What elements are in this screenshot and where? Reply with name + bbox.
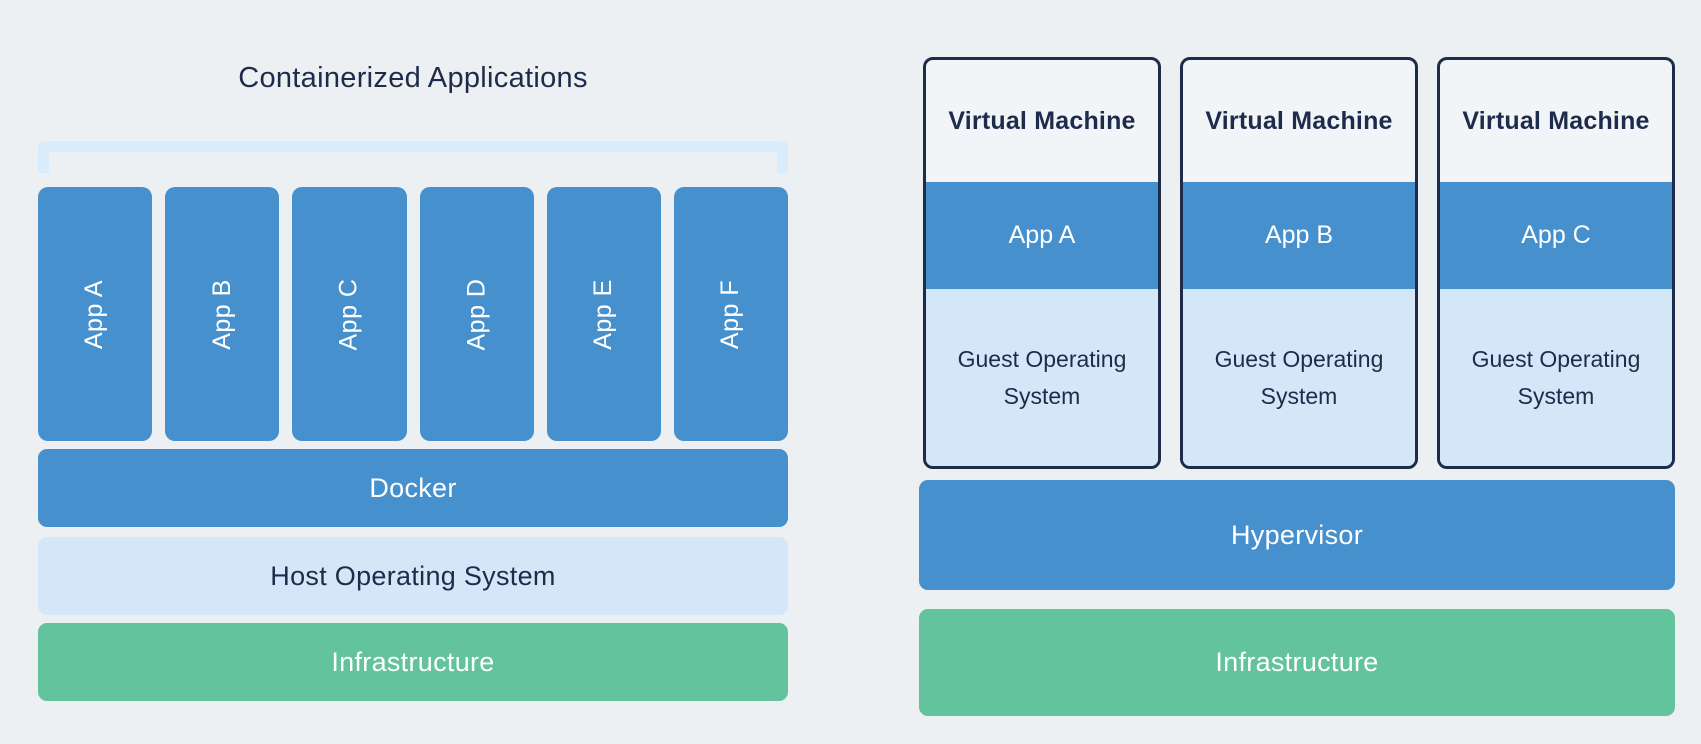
app-column-c-label: App C [334,278,363,350]
containers-bracket [38,141,788,173]
app-columns-row: App A App B App C App D App E App F [38,187,789,441]
app-column-e: App E [546,187,661,441]
app-column-b-label: App B [207,278,236,350]
vms-panel: Virtual Machine App A Guest Operating Sy… [919,0,1675,744]
vm-box-3: Virtual Machine App C Guest Operating Sy… [1437,57,1675,469]
app-column-f: App F [673,187,789,441]
infrastructure-layer-left: Infrastructure [38,623,788,701]
app-column-a-label: App A [80,279,109,349]
vm-row: Virtual Machine App A Guest Operating Sy… [923,57,1675,469]
app-column-d: App D [419,187,534,441]
vm-3-app: App C [1440,182,1672,289]
containers-panel: Containerized Applications App A App B A… [38,0,789,744]
infrastructure-layer-right: Infrastructure [919,609,1675,716]
vm-box-2: Virtual Machine App B Guest Operating Sy… [1180,57,1418,469]
app-column-d-label: App D [462,278,491,350]
app-column-a: App A [38,187,153,441]
vm-1-title: Virtual Machine [948,106,1136,135]
vm-2-title: Virtual Machine [1205,106,1393,135]
vm-1-app: App A [926,182,1158,289]
hypervisor-layer: Hypervisor [919,480,1675,590]
app-column-f-label: App F [716,279,745,349]
host-os-layer: Host Operating System [38,537,788,615]
app-column-e-label: App E [589,278,618,350]
vm-3-title: Virtual Machine [1462,106,1650,135]
containers-title: Containerized Applications [238,62,588,94]
docker-layer: Docker [38,449,788,527]
vm-2-guest-os: Guest Operating System [1183,289,1415,466]
vm-3-guest-os: Guest Operating System [1440,289,1672,466]
vm-2-app: App B [1183,182,1415,289]
app-column-c: App C [292,187,407,441]
vm-box-1: Virtual Machine App A Guest Operating Sy… [923,57,1161,469]
vm-1-guest-os: Guest Operating System [926,289,1158,466]
app-column-b: App B [165,187,280,441]
